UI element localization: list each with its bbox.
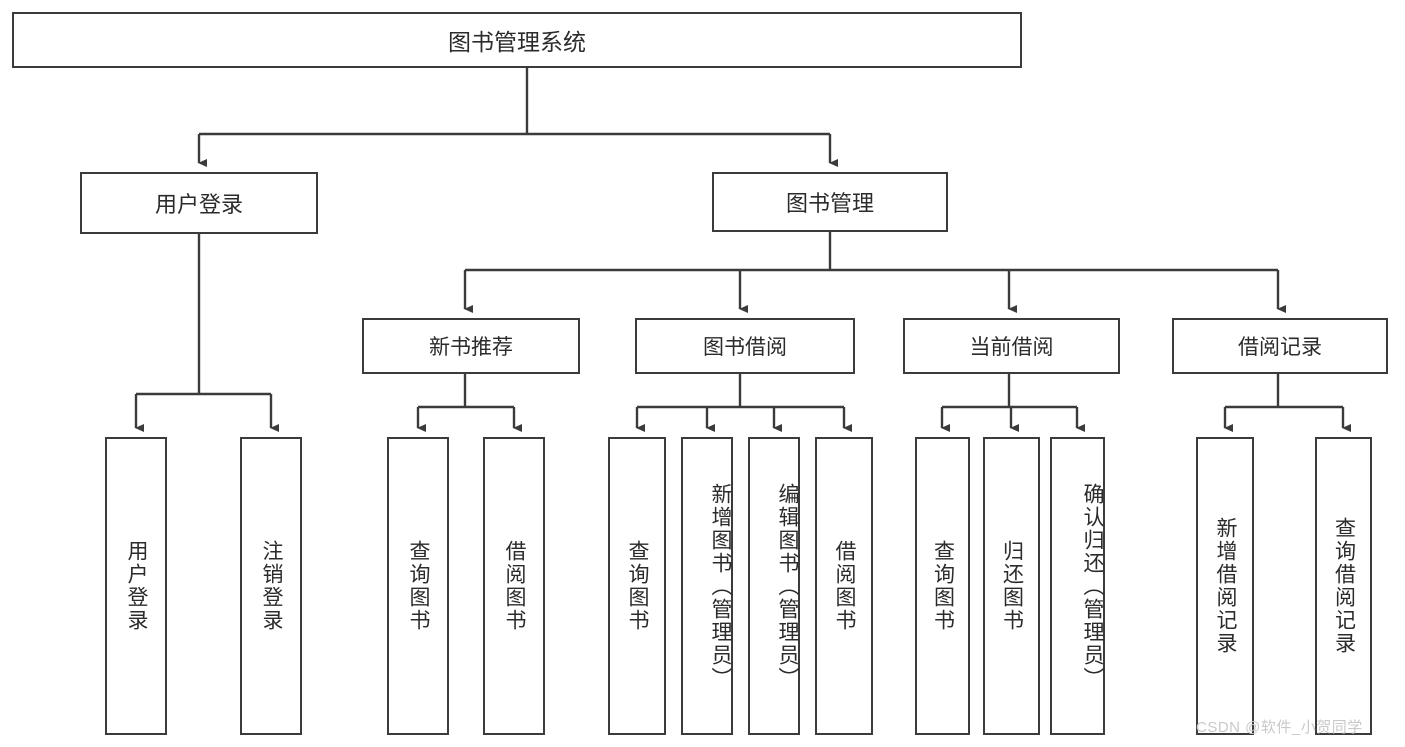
leaf-borrow-book[interactable]: 借阅图书	[815, 437, 873, 735]
node-book-management-label: 图书管理	[785, 191, 874, 216]
node-book-management[interactable]: 图书管理	[712, 172, 948, 232]
leaf-borrow-book-recommend-label: 借阅图书	[503, 540, 527, 632]
node-borrow-record-label: 借阅记录	[1238, 336, 1322, 359]
node-borrow-record[interactable]: 借阅记录	[1172, 318, 1388, 374]
leaf-query-book-recommend-label: 查询图书	[407, 540, 431, 632]
node-root-label: 图书管理系统	[448, 29, 586, 55]
leaf-query-book-current[interactable]: 查询图书	[915, 437, 970, 735]
leaf-query-book-borrow-label: 查询图书	[626, 540, 650, 632]
leaf-add-borrow-record-label: 新增借阅记录	[1214, 517, 1238, 655]
leaf-confirm-return-admin[interactable]: 确认归还（管理员）	[1050, 437, 1105, 735]
node-root[interactable]: 图书管理系统	[12, 12, 1022, 68]
leaf-query-borrow-record[interactable]: 查询借阅记录	[1315, 437, 1372, 735]
leaf-edit-book-admin-label: 编辑图书（管理员）	[776, 482, 799, 690]
leaf-user-login-label: 用户登录	[125, 540, 149, 632]
leaf-return-book[interactable]: 归还图书	[983, 437, 1040, 735]
csdn-watermark: CSDN @软件_小贺同学	[1196, 719, 1363, 736]
leaf-user-logout[interactable]: 注销登录	[240, 437, 302, 735]
leaf-return-book-label: 归还图书	[1000, 540, 1024, 632]
leaf-borrow-book-label: 借阅图书	[833, 540, 857, 632]
leaf-user-logout-label: 注销登录	[260, 540, 284, 632]
node-current-borrow-label: 当前借阅	[969, 336, 1054, 359]
leaf-query-borrow-record-label: 查询借阅记录	[1332, 517, 1356, 655]
node-book-borrow-label: 图书借阅	[703, 336, 787, 359]
node-user-login-label: 用户登录	[154, 192, 243, 217]
node-book-borrow[interactable]: 图书借阅	[635, 318, 855, 374]
node-current-borrow[interactable]: 当前借阅	[903, 318, 1120, 374]
leaf-query-book-recommend[interactable]: 查询图书	[387, 437, 449, 735]
leaf-borrow-book-recommend[interactable]: 借阅图书	[483, 437, 545, 735]
leaf-add-book-admin-label: 新增图书（管理员）	[709, 482, 732, 690]
node-new-book-recommend-label: 新书推荐	[429, 336, 513, 359]
leaf-user-login[interactable]: 用户登录	[105, 437, 167, 735]
node-new-book-recommend[interactable]: 新书推荐	[362, 318, 580, 374]
leaf-confirm-return-admin-label: 确认归还（管理员）	[1081, 482, 1104, 690]
leaf-query-book-borrow[interactable]: 查询图书	[608, 437, 666, 735]
leaf-add-borrow-record[interactable]: 新增借阅记录	[1196, 437, 1254, 735]
leaf-query-book-current-label: 查询图书	[931, 540, 955, 632]
node-user-login[interactable]: 用户登录	[80, 172, 318, 234]
leaf-edit-book-admin[interactable]: 编辑图书（管理员）	[748, 437, 800, 735]
leaf-add-book-admin[interactable]: 新增图书（管理员）	[681, 437, 733, 735]
